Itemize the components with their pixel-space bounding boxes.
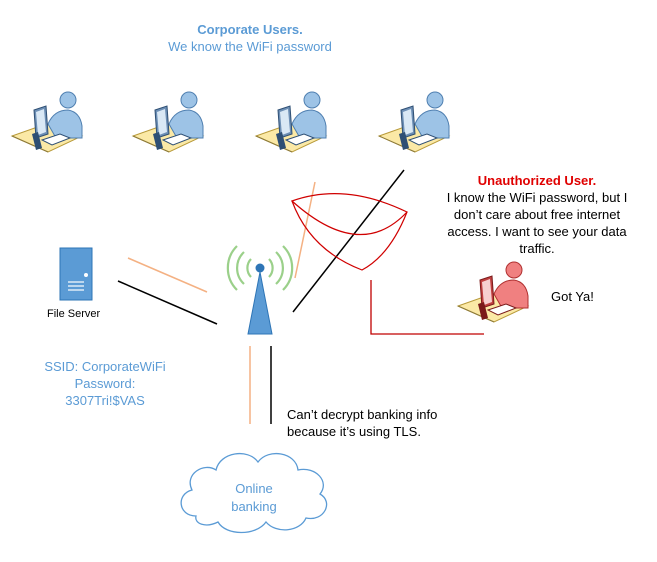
intercept-lens-top [291,200,408,271]
diagram-title: Corporate Users. [197,22,303,37]
attacker-text-line: I know the WiFi password, but I [446,190,628,205]
diagram-subtitle: We know the WiFi password [168,39,332,54]
user-workstation-icon [378,91,450,153]
user-workstation-icon [11,91,83,153]
cloud-icon [180,452,328,534]
password-value: 3307Tri!$VAS [65,393,145,408]
link-server-orange [127,257,208,293]
wifi-credentials: SSID: CorporateWiFi Password: 3307Tri!$V… [40,358,170,409]
cloud-label: Online banking [214,480,294,516]
password-label: Password: [74,376,136,391]
link-user3-orange [294,181,316,279]
attacker-text-line: traffic. [519,241,555,256]
link-user4-black [292,169,405,313]
cloud-label-line: Online [235,481,273,496]
tls-note: Can’t decrypt banking info because it’s … [287,406,437,440]
attacker-workstation-icon [457,261,529,323]
attacker-text-line: don’t care about free internet [453,207,621,222]
tls-note-line: Can’t decrypt banking info [287,407,438,422]
ssid-label: SSID: CorporateWiFi [44,359,166,374]
attacker-title: Unauthorized User. [477,173,597,188]
user-workstation-icon [132,91,204,153]
intercept-lens-shape [290,193,408,236]
wifi-antenna-icon [226,245,294,335]
attacker-callout: Unauthorized User. I know the WiFi passw… [437,172,637,257]
attacker-tap-line [370,280,484,335]
link-server-black [117,280,218,325]
attacker-text-line: access. I want to see your data [447,224,627,239]
file-server-label: File Server [47,308,101,320]
attacker-caption: Got Ya! [551,289,594,304]
user-workstation-icon [255,91,327,153]
cloud-label-line: banking [231,499,277,514]
tls-note-line: because it’s using TLS. [287,424,421,439]
server-icon [59,247,93,301]
